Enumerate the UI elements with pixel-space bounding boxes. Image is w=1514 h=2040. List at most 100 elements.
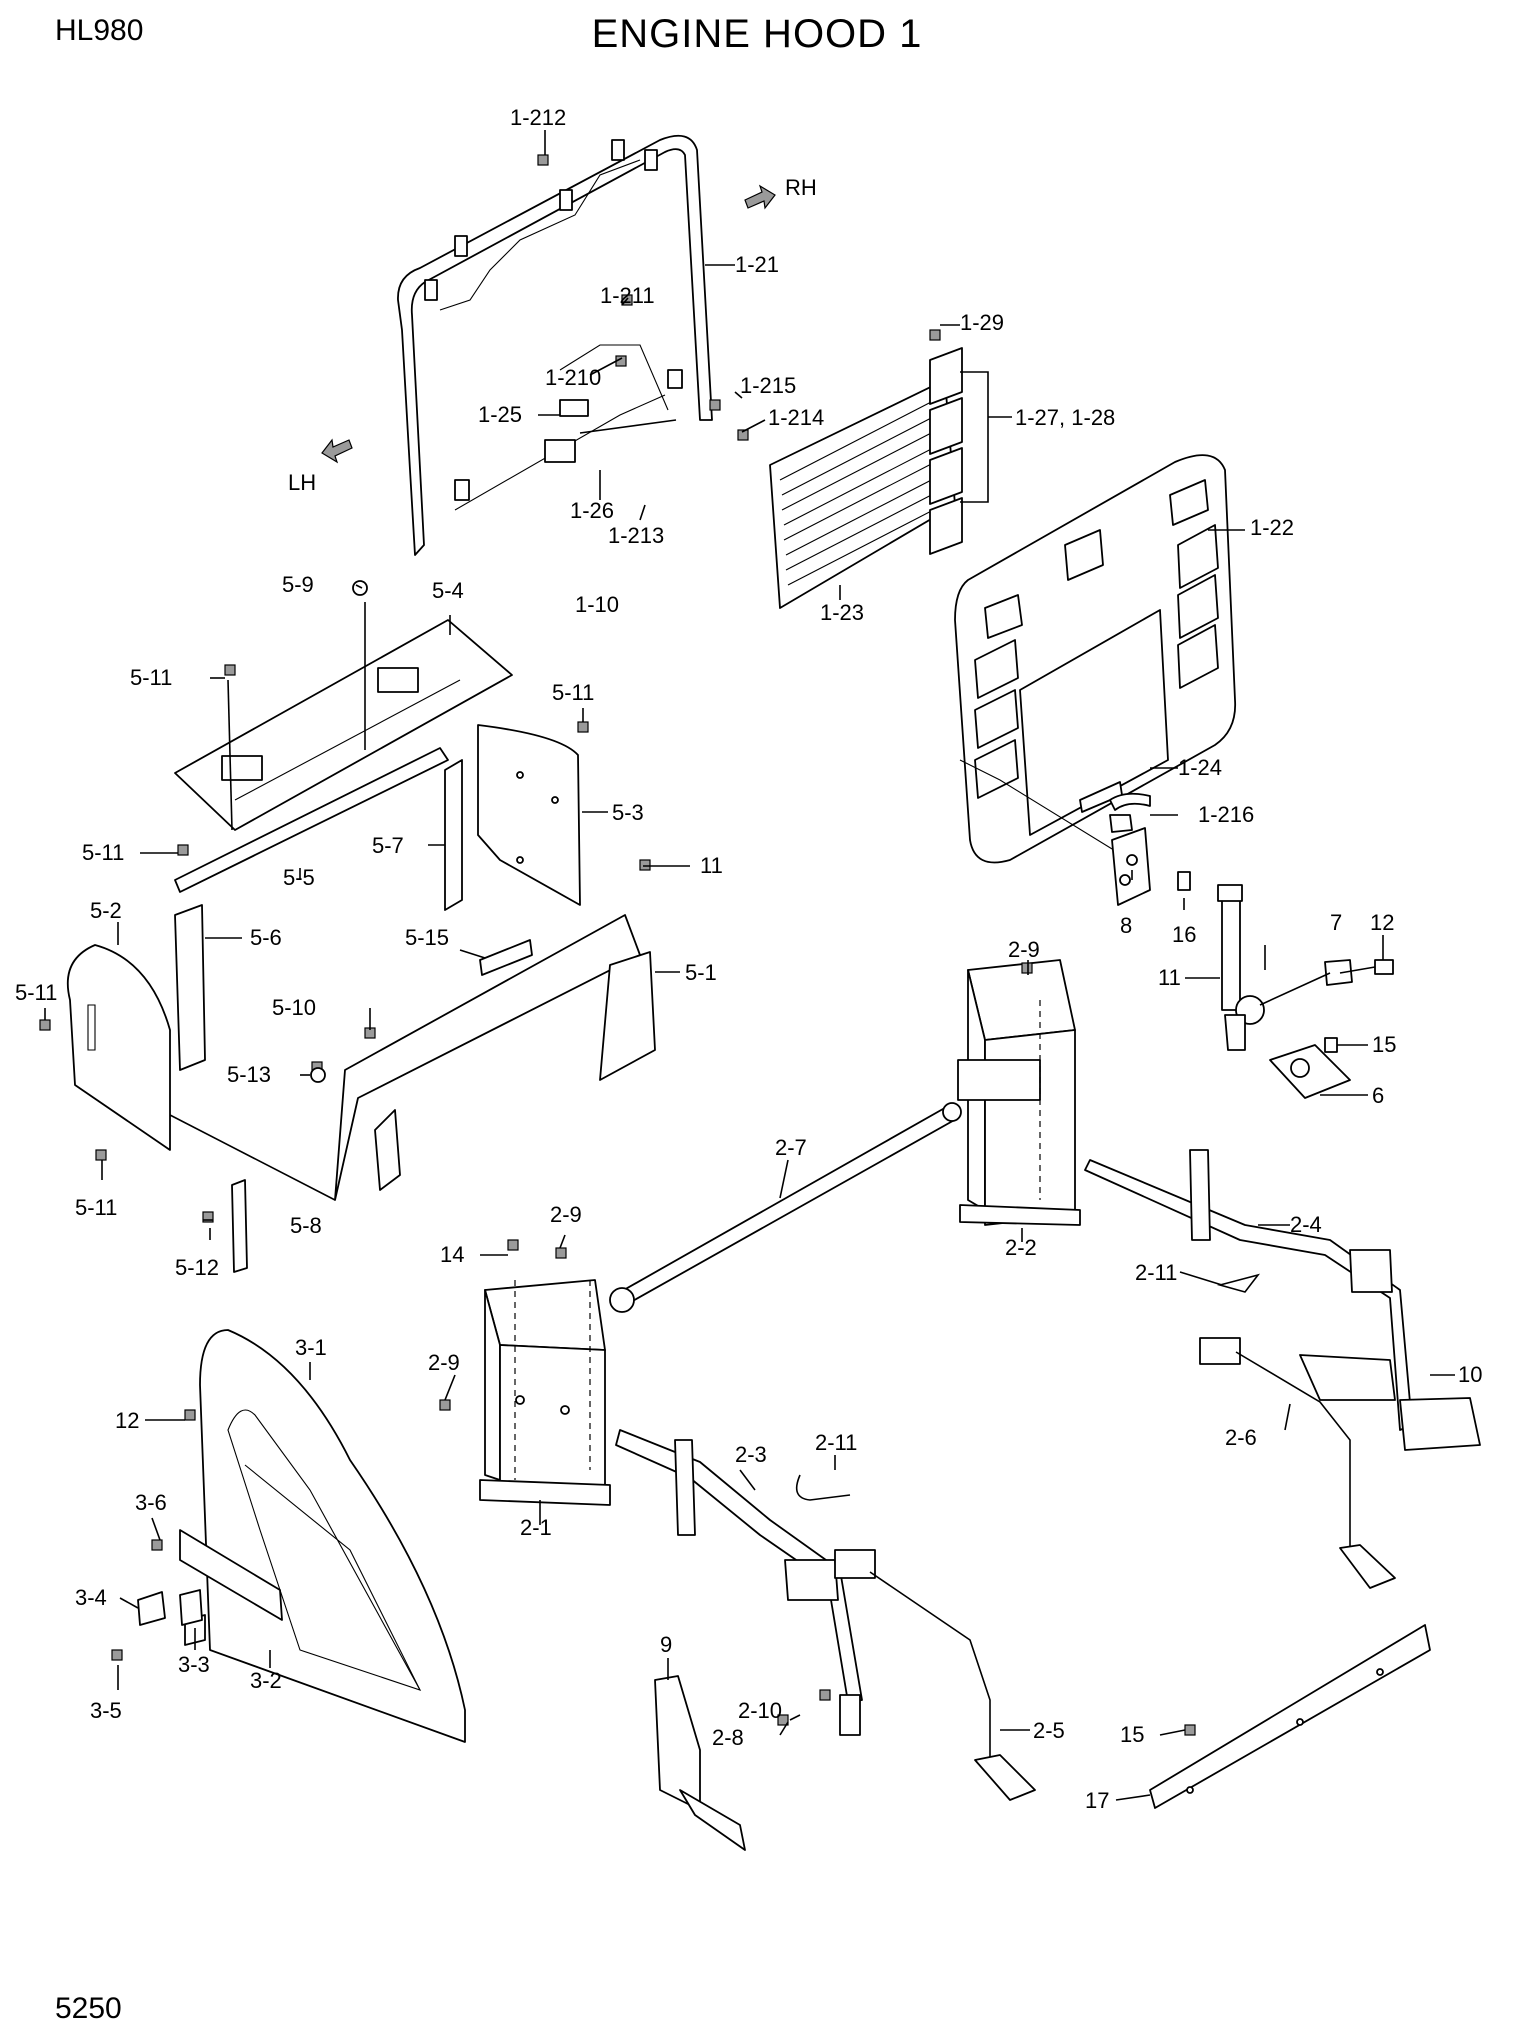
hinge-arm-right-part xyxy=(1084,1149,1481,1451)
callout-1-22: 1-22 xyxy=(1250,515,1294,540)
callout-2-11-right: 2-11 xyxy=(1135,1260,1177,1285)
callout-17: 17 xyxy=(1085,1788,1109,1813)
callout-1-29: 1-29 xyxy=(960,310,1004,335)
callout-2-4: 2-4 xyxy=(1290,1212,1322,1237)
filter-tiles-part xyxy=(929,347,1012,555)
callout-2-9-mid: 2-9 xyxy=(550,1202,582,1227)
leader-lines xyxy=(44,130,1455,1801)
callout-12-upper: 12 xyxy=(1370,910,1394,935)
callout-2-8: 2-8 xyxy=(712,1725,744,1750)
callout-1-215: 1-215 xyxy=(740,373,796,398)
callout-5-2: 5-2 xyxy=(90,898,122,923)
callout-5-7: 5-7 xyxy=(372,833,404,858)
callout-5-13: 5-13 xyxy=(227,1062,271,1087)
callout-15-upper: 15 xyxy=(1372,1032,1396,1057)
hood-frame-part xyxy=(397,134,713,556)
callout-2-7: 2-7 xyxy=(775,1135,807,1160)
rh-arrow-icon xyxy=(744,184,776,210)
callout-1-10: 1-10 xyxy=(575,592,619,617)
callout-12-lower: 12 xyxy=(115,1408,139,1433)
side-door-part xyxy=(179,1329,466,1743)
callout-1-212: 1-212 xyxy=(510,105,566,130)
callout-5-11-mid: 5-11 xyxy=(82,840,124,865)
hinge-box-right-part xyxy=(957,959,1081,1226)
callout-2-5: 2-5 xyxy=(1033,1718,1065,1743)
lh-label: LH xyxy=(288,470,316,495)
callout-14: 14 xyxy=(440,1242,464,1267)
callout-1-21: 1-21 xyxy=(735,252,779,277)
callout-2-6: 2-6 xyxy=(1225,1425,1257,1450)
callout-2-11-left: 2-11 xyxy=(815,1430,857,1455)
callout-5-5: 5-5 xyxy=(283,865,315,890)
bottom-rail-part xyxy=(1149,1624,1431,1809)
callout-9: 9 xyxy=(660,1632,672,1657)
callout-5-11-right: 5-11 xyxy=(552,680,594,705)
callout-2-10: 2-10 xyxy=(738,1698,782,1723)
callout-labels: 1-212 1-21 1-211 1-210 1-215 1-214 1-25 … xyxy=(15,105,1482,1813)
callout-2-3: 2-3 xyxy=(735,1442,767,1467)
callout-2-9-top: 2-9 xyxy=(1008,937,1040,962)
callout-5-11-top: 5-11 xyxy=(130,665,172,690)
callout-1-210: 1-210 xyxy=(545,365,601,390)
callout-1-216: 1-216 xyxy=(1198,802,1254,827)
cover-support-part xyxy=(174,747,449,893)
callout-1-25: 1-25 xyxy=(478,402,522,427)
callout-6: 6 xyxy=(1372,1083,1384,1108)
model-label: HL980 xyxy=(55,14,144,47)
main-frame-part xyxy=(169,914,656,1201)
door-hinge-parts xyxy=(137,1589,203,1626)
callout-5-10: 5-10 xyxy=(272,995,316,1020)
lower-stay-part xyxy=(231,1179,248,1273)
callout-16: 16 xyxy=(1172,922,1196,947)
callout-1-27-1-28: 1-27, 1-28 xyxy=(1015,405,1115,430)
shaft-part xyxy=(609,1102,962,1313)
callout-1-213: 1-213 xyxy=(608,523,664,548)
callout-3-4: 3-4 xyxy=(75,1585,107,1610)
callout-11-damper: 11 xyxy=(1158,965,1181,990)
cable-left-part xyxy=(834,1549,1036,1801)
page-number: 5250 xyxy=(55,1992,122,2025)
callout-5-3: 5-3 xyxy=(612,800,644,825)
callout-3-5: 3-5 xyxy=(90,1698,122,1723)
callout-11-upper: 11 xyxy=(700,853,723,878)
lh-arrow-icon xyxy=(321,438,353,464)
bolt-hardware xyxy=(39,154,1196,1736)
callout-3-6: 3-6 xyxy=(135,1490,167,1515)
top-cover-part xyxy=(174,619,513,831)
callout-5-8: 5-8 xyxy=(290,1213,322,1238)
page-title: ENGINE HOOD 1 xyxy=(591,12,923,56)
callout-3-2: 3-2 xyxy=(250,1668,282,1693)
hinge-arm-left-part xyxy=(615,1429,863,1736)
callout-2-1: 2-1 xyxy=(520,1515,552,1540)
callout-5-11-bottom: 5-11 xyxy=(75,1195,117,1220)
callout-5-1: 5-1 xyxy=(685,960,717,985)
callout-3-3: 3-3 xyxy=(178,1652,210,1677)
rh-label: RH xyxy=(785,175,817,200)
cable-right-part xyxy=(1199,1337,1396,1589)
callout-1-23: 1-23 xyxy=(820,600,864,625)
callout-5-15: 5-15 xyxy=(405,925,449,950)
callout-15-lower: 15 xyxy=(1120,1722,1144,1747)
callout-2-9-low: 2-9 xyxy=(428,1350,460,1375)
callout-1-24: 1-24 xyxy=(1178,755,1222,780)
front-panel-part xyxy=(954,454,1237,864)
bracket-9-part xyxy=(654,1675,746,1851)
fender-left-part xyxy=(66,944,171,1151)
callout-1-211: 1-211 xyxy=(600,283,655,308)
hinge-box-left-part xyxy=(479,1279,611,1506)
callout-5-11-left: 5-11 xyxy=(15,980,57,1005)
callout-5-12: 5-12 xyxy=(175,1255,219,1280)
side-plate-part xyxy=(444,724,581,911)
callout-5-9: 5-9 xyxy=(282,572,314,597)
callout-3-1: 3-1 xyxy=(295,1335,327,1360)
callout-2-2: 2-2 xyxy=(1005,1235,1037,1260)
grille-part xyxy=(769,379,956,609)
callout-1-26: 1-26 xyxy=(570,498,614,523)
callout-8: 8 xyxy=(1120,913,1132,938)
damper-part xyxy=(1217,884,1394,1099)
callout-5-6: 5-6 xyxy=(250,925,282,950)
fender-bracket-part xyxy=(174,904,206,1071)
callout-7: 7 xyxy=(1330,910,1342,935)
